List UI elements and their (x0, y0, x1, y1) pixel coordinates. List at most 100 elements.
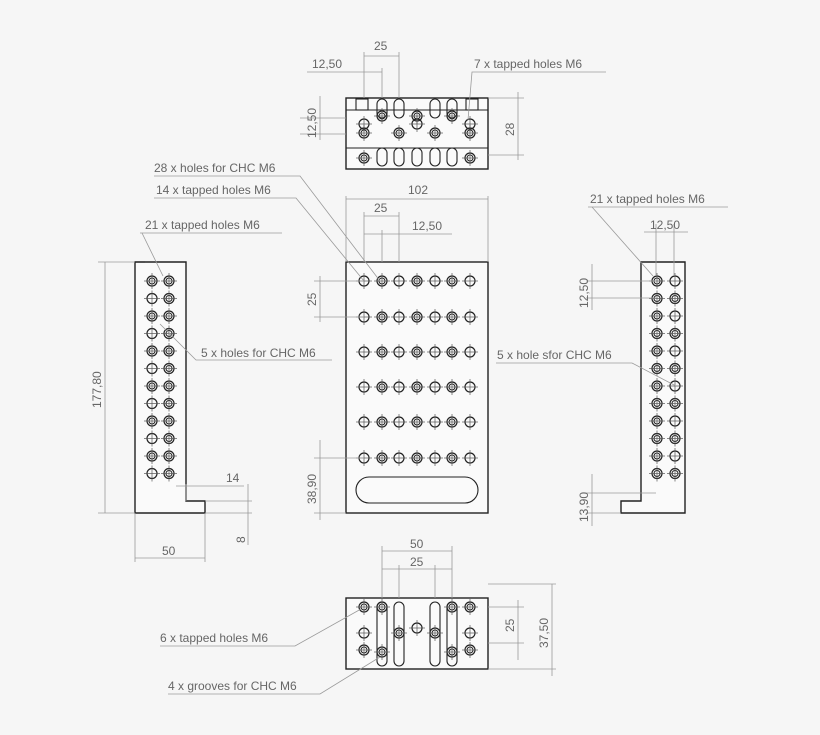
tapped-hole (374, 108, 390, 124)
tapped-hole (444, 644, 460, 660)
tapped-hole (356, 599, 372, 615)
tapped-hole (444, 273, 460, 289)
tapped-hole (374, 273, 390, 289)
chc-hole (462, 309, 478, 325)
tapped-hole (649, 343, 665, 359)
chc-hole (356, 344, 372, 360)
tapped-hole (649, 378, 665, 394)
tapped-hole (667, 465, 683, 482)
groove (393, 98, 405, 119)
tapped-hole (409, 379, 425, 395)
tapped-hole (649, 308, 665, 324)
tapped-hole (462, 150, 478, 166)
tapped-hole (391, 125, 407, 141)
tapped-hole (161, 343, 177, 359)
chc-hole (391, 379, 407, 395)
groove (429, 98, 441, 119)
label-front-tapped: 14 x tapped holes M6 (156, 183, 271, 197)
tapped-hole (391, 625, 407, 641)
groove (411, 147, 423, 167)
front-view-holes (356, 273, 478, 466)
dim-front-102: 102 (408, 183, 428, 197)
tapped-hole (667, 325, 683, 342)
tapped-hole (649, 465, 665, 482)
dim-right-12-50: 12,50 (650, 218, 680, 232)
chc-hole (462, 414, 478, 430)
dim-front-v25: 25 (305, 292, 319, 306)
tapped-hole (444, 414, 460, 430)
chc-hole (356, 414, 372, 430)
tapped-hole (444, 344, 460, 360)
dim-top-side-12-50: 12,50 (305, 108, 319, 138)
top-view-holes (356, 108, 478, 166)
dim-top-28: 28 (503, 122, 517, 136)
chc-hole (667, 308, 683, 324)
chc-hole (356, 379, 372, 395)
tapped-hole (161, 290, 177, 307)
left-view-body (134, 261, 206, 514)
dim-left-8: 8 (234, 536, 248, 543)
tapped-hole (144, 448, 160, 464)
tapped-hole (161, 273, 177, 289)
chc-hole (427, 450, 443, 466)
tapped-hole (427, 625, 443, 641)
tapped-hole (667, 430, 683, 447)
tapped-hole (444, 379, 460, 395)
tapped-hole (144, 273, 160, 289)
label-right-tapped: 21 x tapped holes M6 (590, 192, 705, 206)
tapped-hole (161, 395, 177, 412)
tapped-hole (161, 413, 177, 429)
groove (446, 147, 458, 167)
label-left-tapped: 21 x tapped holes M6 (145, 218, 260, 232)
dim-bottom-25: 25 (410, 555, 424, 569)
tapped-hole (649, 395, 665, 412)
left-view: 177,80 50 14 8 21 x tapped holes M6 5 x … (90, 218, 332, 562)
dim-bottom-50: 50 (410, 537, 424, 551)
label-bottom-tapped: 6 x tapped holes M6 (160, 631, 268, 645)
tapped-hole (144, 308, 160, 324)
tapped-hole (374, 599, 390, 615)
top-view-grooves-upper (355, 98, 479, 119)
chc-hole (667, 413, 683, 429)
tapped-hole (356, 150, 372, 166)
dim-front-38-90: 38,90 (305, 474, 319, 504)
chc-hole (427, 344, 443, 360)
chc-hole (356, 116, 372, 132)
dim-left-177-80: 177,80 (90, 371, 104, 408)
label-right-chc: 5 x hole sfor CHC M6 (497, 348, 612, 362)
tapped-hole (462, 642, 478, 658)
chc-hole (462, 344, 478, 360)
dim-left-50: 50 (162, 544, 176, 558)
tapped-hole (462, 599, 478, 615)
tapped-hole (444, 450, 460, 466)
tapped-hole (444, 599, 460, 615)
front-view-slot (355, 476, 479, 504)
tapped-hole (667, 290, 683, 307)
tapped-hole (374, 450, 390, 466)
tapped-hole (444, 309, 460, 325)
chc-hole (462, 450, 478, 466)
chc-hole (144, 465, 160, 482)
tapped-hole (649, 290, 665, 307)
tapped-hole (649, 360, 665, 377)
tapped-hole (374, 379, 390, 395)
chc-hole (356, 625, 372, 641)
tapped-hole (409, 344, 425, 360)
right-view: 12,50 12,50 13,90 21 x tapped holes M6 5… (496, 192, 728, 526)
chc-hole (144, 395, 160, 412)
tapped-hole (161, 378, 177, 394)
label-front-chc: 28 x holes for CHC M6 (154, 161, 276, 175)
dim-bottom-v25: 25 (503, 618, 517, 632)
label-bottom-grooves: 4 x grooves for CHC M6 (168, 679, 297, 693)
chc-hole (462, 379, 478, 395)
tapped-hole (649, 413, 665, 429)
groove (429, 147, 441, 167)
chc-hole (462, 273, 478, 289)
dim-left-14: 14 (226, 471, 240, 485)
chc-hole (427, 379, 443, 395)
chc-hole (391, 273, 407, 289)
bottom-view-holes (356, 599, 478, 660)
chc-hole (144, 325, 160, 342)
label-top-tapped: 7 x tapped holes M6 (474, 57, 582, 71)
